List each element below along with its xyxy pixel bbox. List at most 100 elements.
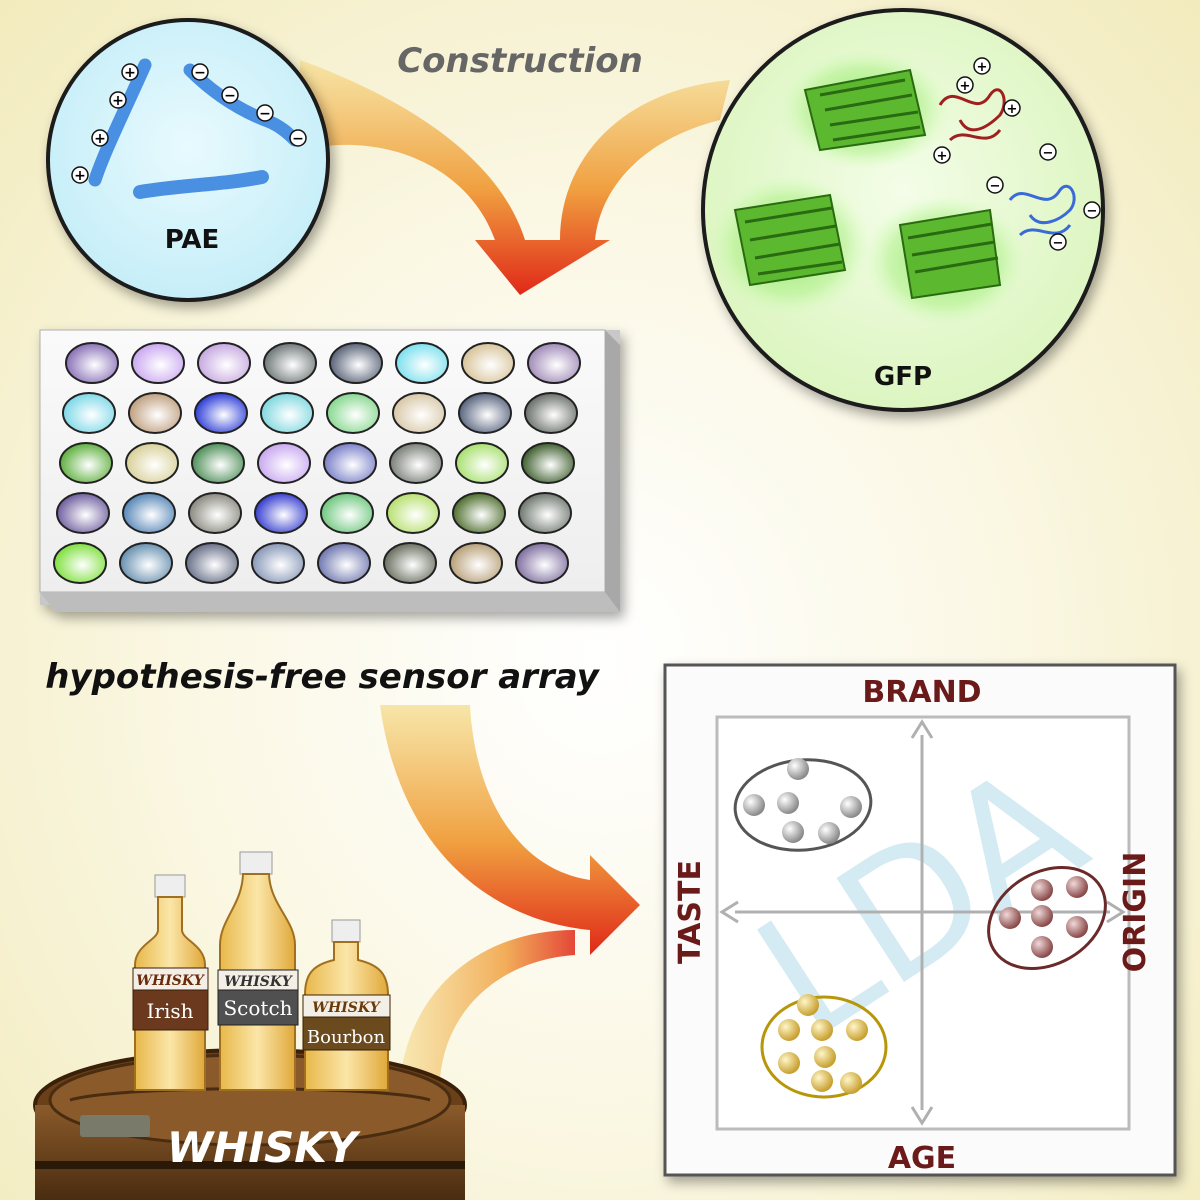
sensor-well	[329, 342, 383, 384]
sensor-well	[521, 442, 575, 484]
svg-text:−: −	[292, 131, 304, 147]
cluster-maroon-point	[1031, 905, 1053, 927]
gfp-minus-charges: − − − −	[986, 143, 1101, 251]
gfp-circle: + + + + − − − − GFP	[701, 8, 1105, 412]
sensor-well	[518, 492, 572, 534]
lda-axis-bottom: AGE	[888, 1141, 956, 1176]
svg-text:−: −	[259, 106, 271, 122]
svg-text:+: +	[977, 60, 988, 75]
sensor-well	[458, 392, 512, 434]
pae-polymer-neutral	[133, 170, 269, 199]
sensor-well	[323, 442, 377, 484]
gfp-label: GFP	[874, 362, 932, 392]
construction-label: Construction	[397, 41, 643, 81]
sensor-well	[383, 542, 437, 584]
bottle-scotch-brand: WHISKY	[224, 974, 293, 990]
svg-text:−: −	[224, 88, 236, 104]
sensor-well	[320, 492, 374, 534]
sensor-well	[389, 442, 443, 484]
lda-axis-left: TASTE	[673, 860, 708, 964]
sensor-well	[524, 392, 578, 434]
cluster-gold-point	[840, 1072, 862, 1094]
sensor-wells	[53, 342, 581, 584]
gfp-protein-anionic	[865, 184, 1076, 325]
cluster-gold-point	[811, 1070, 833, 1092]
svg-text:−: −	[1087, 204, 1098, 219]
gfp-protein-cationic	[780, 50, 1006, 170]
array-to-lda-arrow	[380, 705, 640, 955]
cluster-gold-point	[846, 1019, 868, 1041]
sensor-well	[326, 392, 380, 434]
sensor-well	[131, 342, 185, 384]
cluster-gray-point	[840, 796, 862, 818]
sensor-well	[188, 492, 242, 534]
sensor-well	[260, 392, 314, 434]
sensor-well	[125, 442, 179, 484]
whisky-barrel-label: WHISKY	[167, 1123, 361, 1172]
sensor-well	[254, 492, 308, 534]
pae-polymer-positive	[88, 58, 152, 187]
sensor-well	[53, 542, 107, 584]
svg-text:+: +	[94, 131, 106, 147]
lda-axis-top: BRAND	[862, 675, 981, 710]
sensor-well	[449, 542, 503, 584]
cluster-gray-point	[777, 792, 799, 814]
lda-axes	[719, 719, 1126, 1126]
sensor-well	[56, 492, 110, 534]
sensor-well	[263, 342, 317, 384]
cluster-maroon-point	[1031, 879, 1053, 901]
bottle-bourbon-type: Bourbon	[307, 1027, 386, 1048]
sensor-well	[62, 392, 116, 434]
sensor-well	[257, 442, 311, 484]
bottle-scotch-type: Scotch	[223, 996, 292, 1020]
gfp-plus-charges: + + + +	[933, 57, 1021, 164]
svg-text:−: −	[1043, 146, 1054, 161]
cluster-gray	[733, 758, 873, 852]
sensor-well	[59, 442, 113, 484]
bottle-scotch: WHISKY Scotch	[217, 851, 299, 1091]
sensor-well	[461, 342, 515, 384]
sensor-well	[395, 342, 449, 384]
cluster-gray-point	[787, 758, 809, 780]
pae-label: PAE	[165, 225, 220, 255]
cluster-gold	[760, 994, 888, 1099]
sensor-array-caption: hypothesis-free sensor array	[45, 657, 600, 697]
pae-plus-charges: + + + +	[71, 63, 139, 184]
cluster-gold-point	[814, 1046, 836, 1068]
sensor-well	[452, 492, 506, 534]
cluster-maroon-point	[1031, 936, 1053, 958]
svg-text:+: +	[960, 79, 971, 94]
sensor-well	[251, 542, 305, 584]
bottle-bourbon-brand: WHISKY	[312, 1000, 381, 1016]
sensor-well	[194, 392, 248, 434]
svg-text:+: +	[112, 93, 124, 109]
lda-axis-right: ORIGIN	[1118, 852, 1153, 973]
cluster-gray-point	[818, 822, 840, 844]
svg-text:−: −	[194, 65, 206, 81]
sensor-well	[392, 392, 446, 434]
cluster-gray-point	[782, 821, 804, 843]
sensor-well	[122, 492, 176, 534]
gfp-protein-neutral	[710, 175, 870, 315]
lda-plot: LDA BRAND AGE TASTE ORIGIN	[663, 663, 1177, 1177]
cluster-maroon	[987, 866, 1107, 970]
sensor-well	[65, 342, 119, 384]
sensor-well	[386, 492, 440, 534]
sensor-well	[515, 542, 569, 584]
sensor-well	[197, 342, 251, 384]
sensor-well	[191, 442, 245, 484]
pae-minus-charges: − − − −	[191, 63, 307, 147]
svg-text:+: +	[74, 168, 86, 184]
bottle-irish-type: Irish	[146, 999, 193, 1023]
cluster-maroon-point	[1066, 876, 1088, 898]
sensor-well	[185, 542, 239, 584]
whisky-to-lda-arrow	[400, 930, 575, 1080]
construction-arrow	[300, 60, 730, 295]
sensor-well	[119, 542, 173, 584]
bottle-irish-brand: WHISKY	[136, 973, 205, 989]
cluster-gold-point	[778, 1019, 800, 1041]
svg-text:+: +	[1007, 102, 1018, 117]
sensor-well	[527, 342, 581, 384]
bottle-irish: WHISKY Irish	[132, 874, 209, 1091]
